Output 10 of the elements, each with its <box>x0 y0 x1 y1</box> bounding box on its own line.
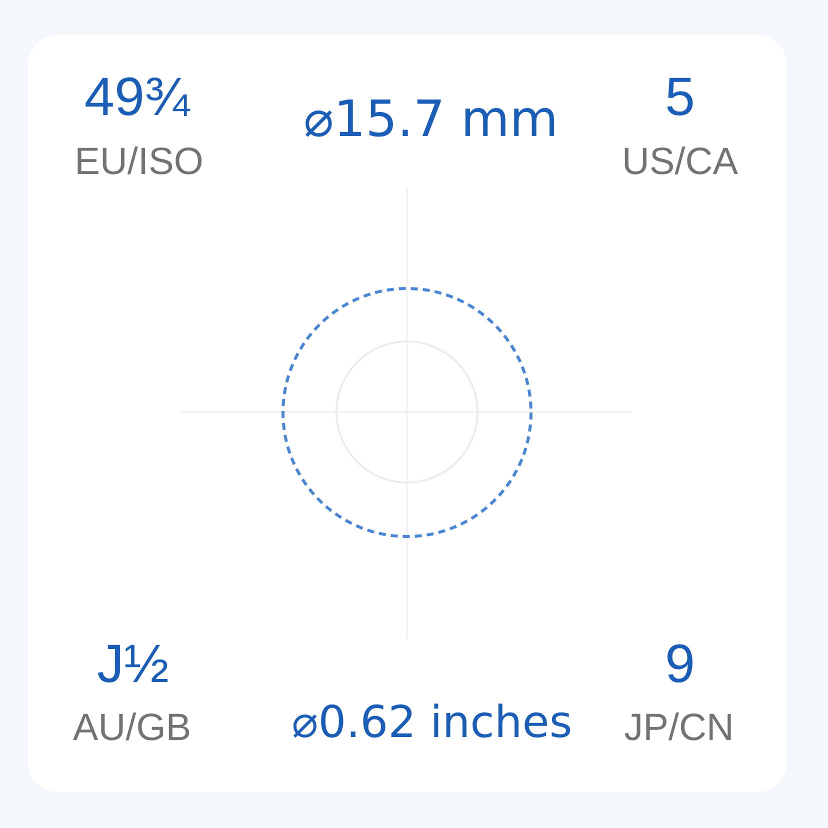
size-value: 5 <box>667 78 693 116</box>
diameter-value: ⌀15.7 mm <box>305 100 554 137</box>
size-value: 9 <box>668 644 692 683</box>
size-value: J½ <box>98 644 168 683</box>
sizing-system-label: EU/ISO <box>78 146 202 174</box>
sizing-system-label: AU/GB <box>72 712 190 740</box>
sizing-system-label: JP/CN <box>624 712 731 740</box>
size-value: 49¾ <box>86 77 190 116</box>
diameter-value: ⌀0.62 inches <box>293 704 570 738</box>
sizing-system-label: US/CA <box>624 146 738 174</box>
